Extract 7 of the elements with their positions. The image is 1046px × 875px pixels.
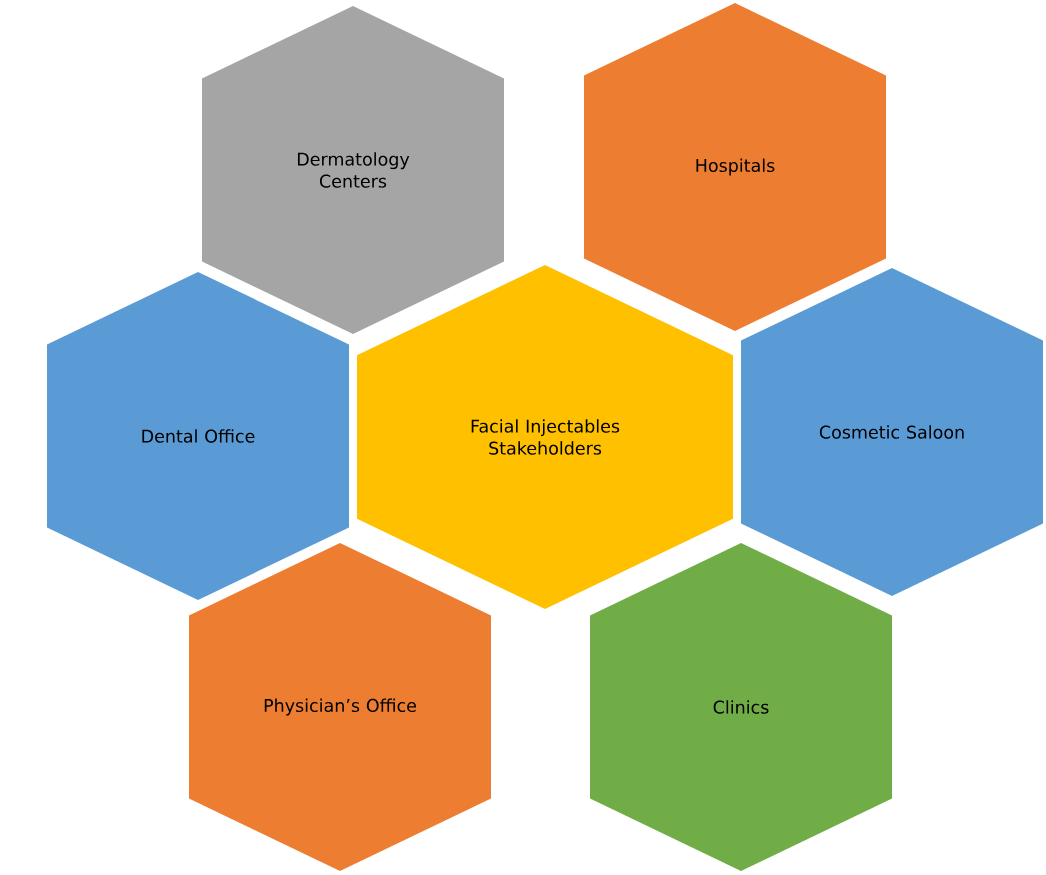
hexagon: Cosmetic Saloon [741, 268, 1043, 596]
hexagon: Dermatology Centers [202, 6, 504, 334]
hexagon: Clinics [590, 543, 892, 871]
hexagon: Dental Office [47, 272, 349, 600]
hexagon: Hospitals [584, 3, 886, 331]
hexagon: Physician’s Office [189, 543, 491, 871]
hexagon: Facial Injectables Stakeholders [357, 265, 733, 609]
